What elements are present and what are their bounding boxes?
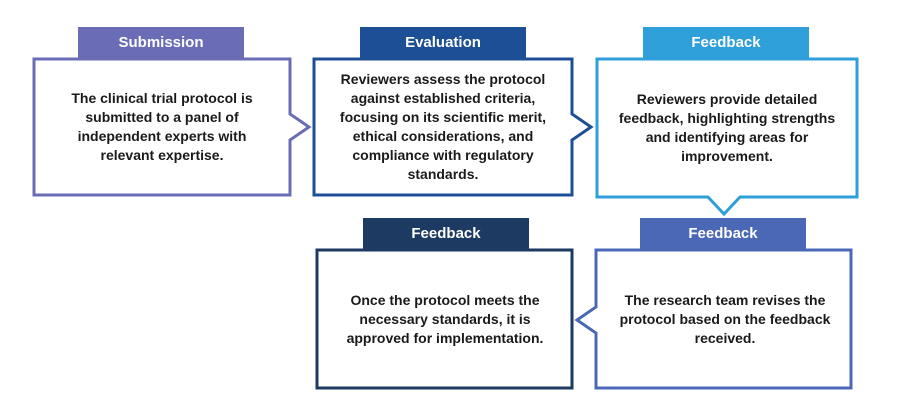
evaluation-box: [312, 57, 594, 197]
feedback-approve-title: Feedback: [411, 225, 481, 242]
evaluation-tab: [360, 27, 526, 58]
feedback-approve-tab: [363, 218, 529, 249]
evaluation-title: Evaluation: [405, 34, 481, 51]
feedback-review-box: [595, 57, 859, 217]
feedback-review-title: Feedback: [691, 34, 761, 51]
feedback-approve-description: Once the protocol meets the necessary st…: [346, 291, 544, 346]
submission-box: [32, 57, 312, 197]
submission-title: Submission: [118, 34, 204, 51]
feedback-review-description: Reviewers provide detailed feedback, hig…: [618, 91, 836, 164]
feedback-approve-box: [315, 248, 574, 390]
feedback-review-tab: [643, 27, 809, 58]
submission-description: The clinical trial protocol is submitted…: [71, 90, 253, 163]
feedback-revise-title: Feedback: [688, 225, 758, 242]
feedback-revise-box: [574, 248, 853, 390]
feedback-revise-description: The research team revises the protocol b…: [619, 291, 831, 346]
submission-tab: [78, 27, 244, 58]
feedback-revise-tab: [640, 218, 806, 249]
evaluation-description: Reviewers assess the protocol against es…: [339, 71, 547, 182]
